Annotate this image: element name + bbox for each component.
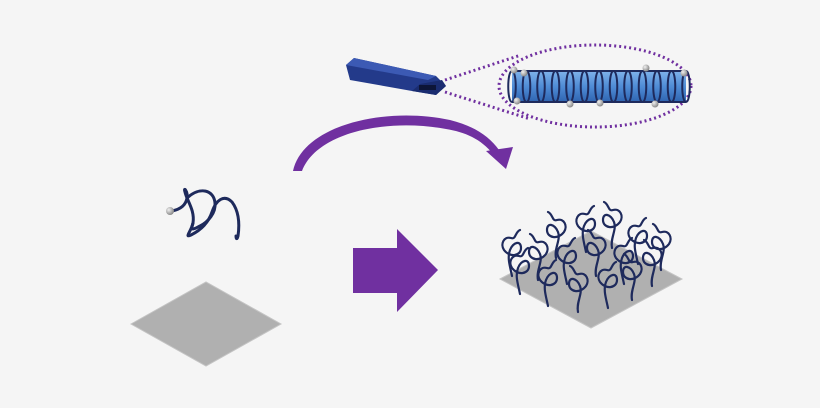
coil-body [512, 71, 686, 102]
coil-end-group [520, 69, 528, 77]
coil-end-group [510, 66, 518, 74]
curved-arrow [293, 115, 513, 171]
zoom-callout-lines [444, 53, 531, 121]
grafted-chain [601, 200, 623, 250]
coil-end-group [680, 69, 688, 77]
grafted-chain [621, 252, 643, 302]
brush-substrate [498, 230, 684, 329]
grafted-chain [585, 228, 607, 278]
coil-end-group [651, 100, 659, 108]
grafted-chain [567, 264, 589, 314]
single-polymer-chain [166, 187, 241, 241]
grafted-chain [597, 260, 619, 310]
grafted-chain [613, 236, 635, 286]
grafted-chain [641, 238, 663, 288]
block-arrow [353, 229, 438, 312]
grafted-chain [509, 246, 531, 296]
template-slot [419, 85, 436, 90]
template-block [346, 58, 446, 95]
helical-coil [507, 64, 691, 108]
coil-end-group [513, 97, 521, 105]
grafted-chain [527, 232, 549, 282]
grafted-chain [545, 210, 567, 260]
coil-end-group [596, 99, 604, 107]
grafted-chain [556, 236, 578, 286]
grafted-chain [537, 258, 559, 308]
grafted-chains [501, 200, 672, 314]
coil-end-group [566, 100, 574, 108]
grafted-chain [627, 216, 649, 266]
chain-end-group [166, 207, 174, 215]
coil-end-group [642, 64, 650, 72]
bare-substrate [129, 281, 283, 367]
